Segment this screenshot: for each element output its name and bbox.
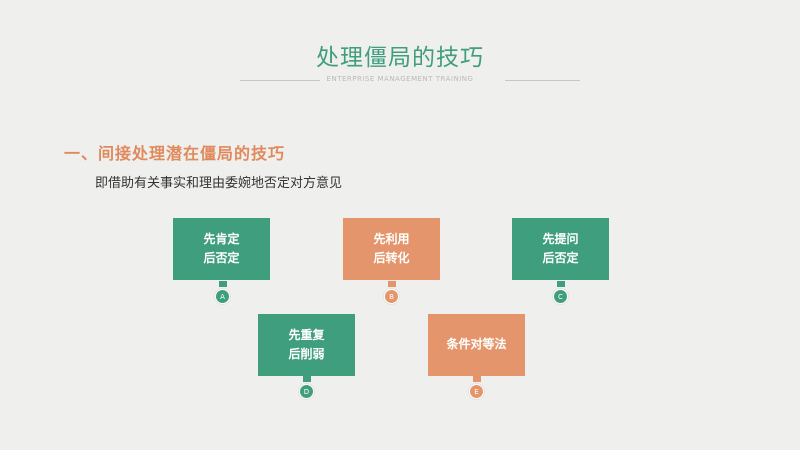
medal-e: E [469,376,485,400]
section-description: 即借助有关事实和理由委婉地否定对方意见 [95,176,343,191]
card-c[interactable]: 先提问 后否定 [512,218,609,280]
slide-subtitle: ENTERPRISE MANAGEMENT TRAINING [326,75,474,83]
card-a[interactable]: 先肯定 后否定 [173,218,270,280]
badge-a: A [215,289,230,304]
badge-b: B [384,289,399,304]
medal-a: A [215,281,231,305]
section-heading: 一、间接处理潜在僵局的技巧 [64,144,286,163]
badge-e: E [469,384,484,399]
medal-strap [557,281,565,287]
medal-strap [473,376,481,382]
medal-b: B [384,281,400,305]
title-rule-right [505,80,580,81]
medal-strap [219,281,227,287]
medal-d: D [299,376,315,400]
card-e[interactable]: 条件对等法 [428,314,525,376]
card-d[interactable]: 先重复 后削弱 [258,314,355,376]
medal-strap [303,376,311,382]
badge-d: D [299,384,314,399]
card-b[interactable]: 先利用 后转化 [343,218,440,280]
title-rule-left [240,80,320,81]
badge-c: C [553,289,568,304]
medal-strap [388,281,396,287]
medal-c: C [553,281,569,305]
slide-title: 处理僵局的技巧 [316,45,484,71]
